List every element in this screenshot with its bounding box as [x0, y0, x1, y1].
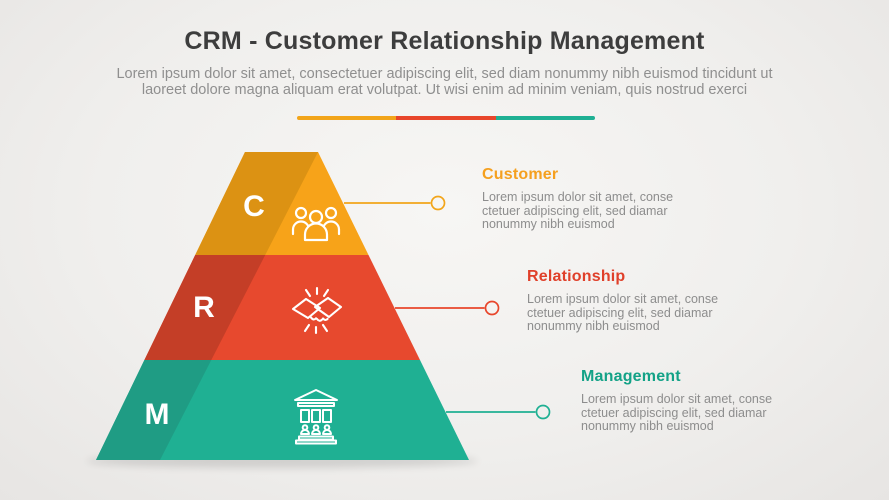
pyramid-level-relationship-shade — [144, 255, 266, 360]
connector-circle-management — [535, 404, 551, 420]
subtitle-line: Lorem ipsum dolor sit amet, consectetuer… — [116, 66, 773, 82]
divider-segment-teal — [495, 116, 595, 120]
connector-circle-customer — [430, 195, 446, 211]
callout-body-line: ctetuer adipiscing elit, sed diamar — [527, 305, 713, 320]
callout-body: Lorem ipsum dolor sit amet, conse ctetue… — [482, 190, 722, 232]
divider-segment-orange — [297, 116, 397, 120]
connector-circle-relationship — [484, 300, 500, 316]
handshake-icon — [291, 286, 343, 335]
callout-body: Lorem ipsum dolor sit amet, conse ctetue… — [527, 292, 767, 334]
callout-body-line: nonummy nibh euismod — [527, 319, 660, 333]
callout-body-line: ctetuer adipiscing elit, sed diamar — [482, 203, 668, 218]
level-letter-m: M — [144, 398, 170, 431]
callout-body-line: Lorem ipsum dolor sit amet, conse — [581, 392, 773, 406]
header: CRM - Customer Relationship Management L… — [0, 0, 889, 98]
callout-title: Relationship — [527, 268, 626, 285]
callout-body-line: ctetuer adipiscing elit, sed diamar — [581, 405, 767, 420]
callout-customer: Customer Lorem ipsum dolor sit amet, con… — [482, 166, 722, 232]
callout-body-line: Lorem ipsum dolor sit amet, conse — [527, 292, 719, 306]
callout-title: Management — [581, 368, 681, 385]
pyramid-level-management-shade — [96, 360, 212, 460]
page-title: CRM - Customer Relationship Management — [184, 27, 705, 55]
callout-body-line: nonummy nibh euismod — [581, 419, 714, 433]
callout-body-line: nonummy nibh euismod — [482, 217, 615, 231]
callout-relationship: Relationship Lorem ipsum dolor sit amet,… — [527, 268, 767, 334]
callout-body: Lorem ipsum dolor sit amet, conse ctetue… — [581, 392, 821, 434]
callout-management: Management Lorem ipsum dolor sit amet, c… — [581, 368, 821, 434]
tricolor-divider — [297, 116, 595, 120]
subtitle-line: laoreet dolore magna aliquam erat volutp… — [141, 81, 748, 98]
level-letter-r: R — [193, 291, 215, 324]
level-letter-c: C — [243, 190, 265, 223]
divider-segment-red — [396, 116, 496, 120]
users-group-icon — [291, 206, 341, 242]
pyramid-level-customer-shade — [195, 152, 318, 255]
bank-building-icon — [294, 389, 338, 445]
page-subtitle: Lorem ipsum dolor sit amet, consectetuer… — [0, 66, 889, 98]
callout-body-line: Lorem ipsum dolor sit amet, conse — [482, 190, 674, 204]
callout-title: Customer — [482, 166, 559, 183]
